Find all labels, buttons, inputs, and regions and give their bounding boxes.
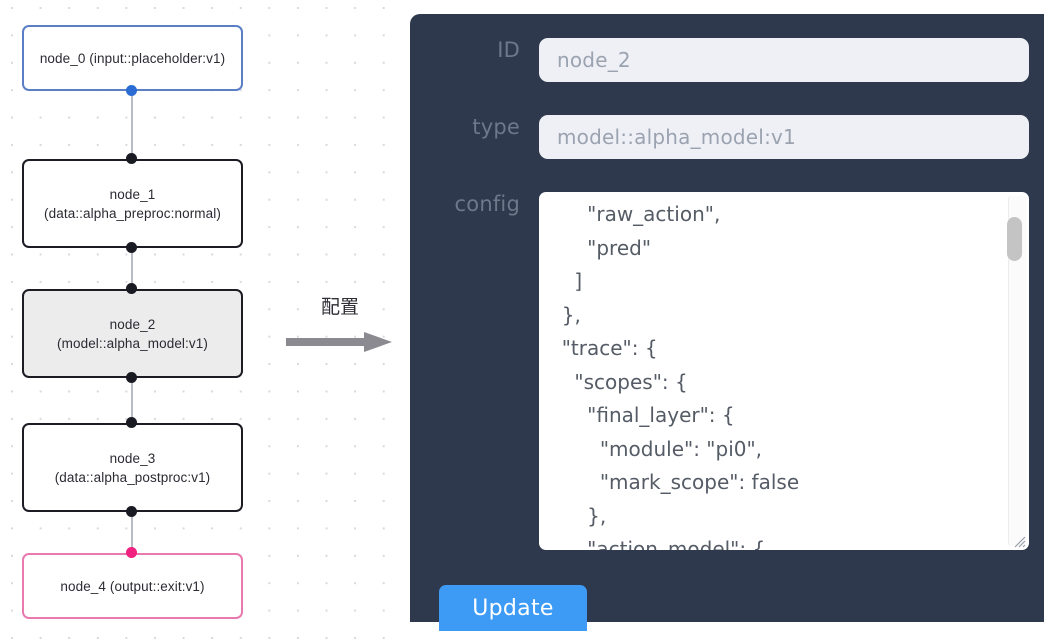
edge-node3-node4 [131, 510, 133, 557]
port-node_1-in[interactable] [126, 153, 137, 164]
node-node_2-label: node_2 (model::alpha_model:v1) [57, 316, 208, 351]
port-node_1-out[interactable] [126, 242, 137, 253]
config-scrollbar-thumb[interactable] [1007, 217, 1022, 261]
port-node_3-in[interactable] [126, 417, 137, 428]
node-node_4[interactable]: node_4 (output::exit:v1) [22, 553, 243, 619]
node-node_4-label: node_4 (output::exit:v1) [60, 578, 205, 594]
edge-node0-node1 [131, 89, 133, 161]
right-arrow-icon [286, 332, 392, 352]
node-node_0[interactable]: node_0 (input::placeholder:v1) [22, 25, 243, 91]
type-input[interactable] [539, 115, 1029, 159]
port-node_3-out[interactable] [126, 506, 137, 517]
config-textarea[interactable]: "raw_action", "pred" ] }, "trace": { "sc… [539, 192, 1029, 550]
field-row-type: type [410, 115, 1044, 159]
node-node_1-label: node_1 (data::alpha_preproc:normal) [44, 186, 221, 221]
update-button[interactable]: Update [439, 585, 587, 631]
resize-grip-icon[interactable] [1012, 534, 1026, 548]
edge-node1-node2 [131, 246, 133, 293]
transition-annotation: 配置 [284, 296, 396, 358]
id-field-label: ID [497, 38, 520, 62]
field-row-id: ID [410, 38, 1044, 82]
port-node_2-out[interactable] [126, 372, 137, 383]
graph-canvas[interactable]: node_0 (input::placeholder:v1) node_1 (d… [0, 0, 410, 643]
config-field-label: config [454, 192, 520, 216]
port-node_0-out[interactable] [126, 85, 137, 96]
node-node_2[interactable]: node_2 (model::alpha_model:v1) [22, 289, 243, 378]
transition-label: 配置 [320, 296, 359, 318]
port-node_4-in[interactable] [126, 547, 137, 558]
type-field-label: type [472, 115, 520, 139]
node-node_3[interactable]: node_3 (data::alpha_postproc:v1) [22, 423, 243, 512]
node-node_0-label: node_0 (input::placeholder:v1) [39, 50, 226, 66]
node-node_3-label: node_3 (data::alpha_postproc:v1) [54, 450, 211, 485]
field-row-config: config "raw_action", "pred" ] }, "trace"… [410, 192, 1044, 550]
config-editor: "raw_action", "pred" ] }, "trace": { "sc… [539, 192, 1029, 550]
id-input[interactable] [539, 38, 1029, 82]
node-inspector-panel: ID type config "raw_action", "pred" ] },… [410, 14, 1044, 631]
edge-node2-node3 [131, 376, 133, 427]
config-scrollbar-track[interactable] [1007, 196, 1026, 546]
node-node_1[interactable]: node_1 (data::alpha_preproc:normal) [22, 159, 243, 248]
port-node_2-in[interactable] [126, 283, 137, 294]
